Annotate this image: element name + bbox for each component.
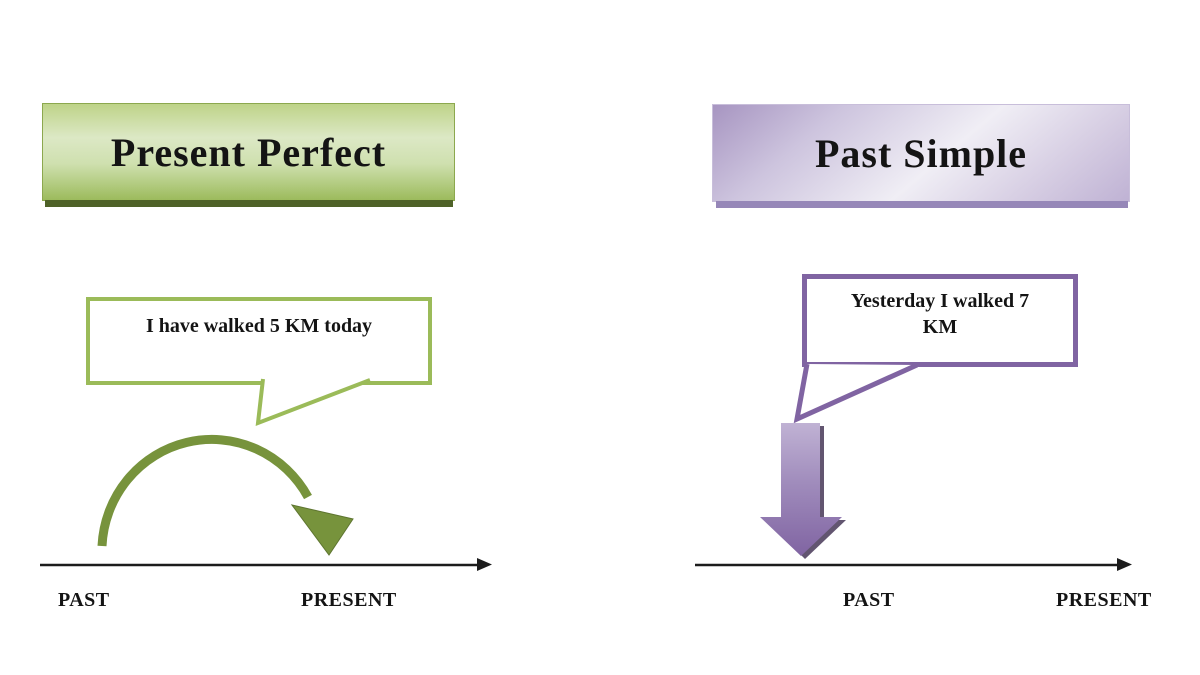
present-perfect-speech-bubble: I have walked 5 KM today: [86, 297, 432, 385]
past-simple-title-shadow: [716, 201, 1128, 208]
past-simple-present-label: PRESENT: [1056, 589, 1152, 611]
present-perfect-timeline-arrow-icon: [477, 558, 492, 571]
present-perfect-title: Present Perfect: [110, 129, 387, 175]
past-simple-title-box: Past Simple: [712, 104, 1130, 202]
present-perfect-past-label: PAST: [58, 589, 110, 611]
past-simple-speech-bubble: Yesterday I walked 7 KM: [802, 274, 1078, 367]
curved-arrow-head-icon: [290, 504, 354, 556]
down-arrow-icon: [760, 423, 842, 556]
present-perfect-present-label: PRESENT: [301, 589, 397, 611]
down-arrow-shadow: [766, 426, 846, 559]
past-simple-timeline-arrow-icon: [1117, 558, 1132, 571]
past-simple-bubble-tail: [793, 362, 919, 424]
present-perfect-title-box: Present Perfect: [42, 103, 455, 201]
present-perfect-title-shadow: [45, 200, 453, 207]
past-simple-past-label: PAST: [843, 589, 895, 611]
present-perfect-bubble-tail: [255, 378, 371, 427]
past-simple-title: Past Simple: [814, 130, 1028, 176]
curved-arrow-icon: [97, 435, 312, 547]
past-simple-bubble-text: Yesterday I walked 7 KM: [850, 290, 1030, 338]
present-perfect-bubble-text: I have walked 5 KM today: [145, 315, 373, 337]
